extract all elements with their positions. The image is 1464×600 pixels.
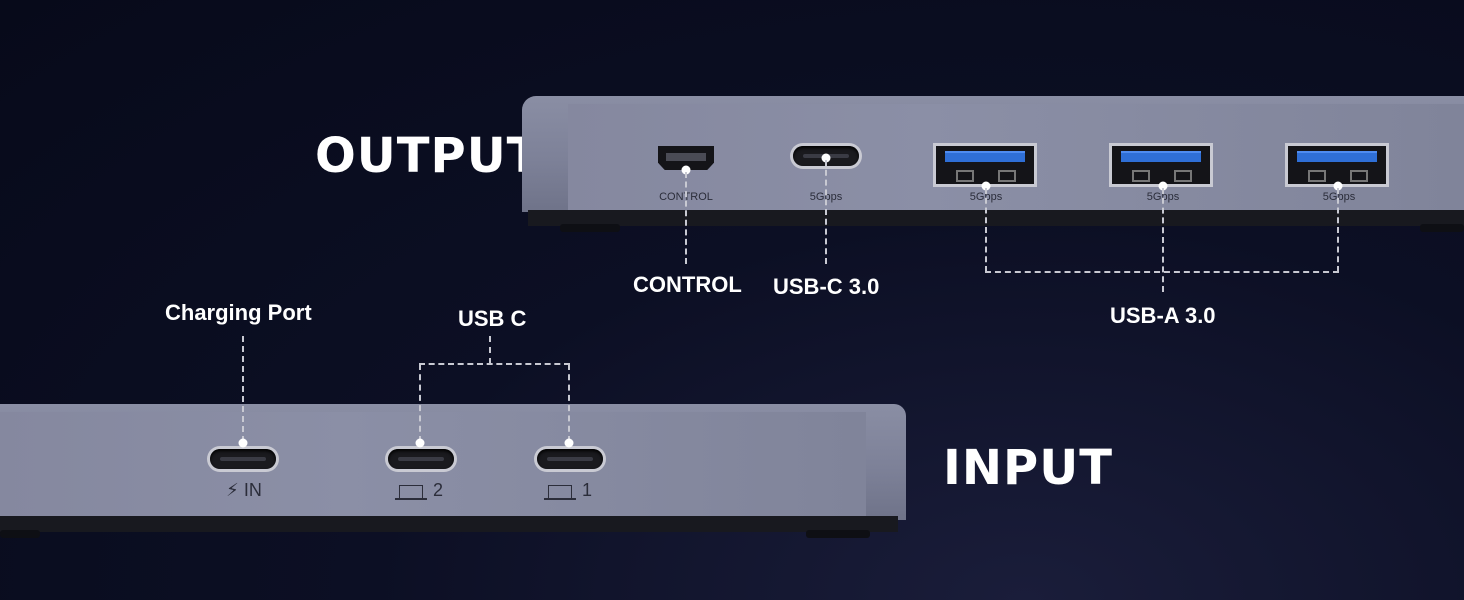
callout-dot bbox=[1158, 181, 1168, 191]
usb-c-input-port-2 bbox=[388, 449, 454, 469]
input-hub-foot bbox=[806, 530, 870, 538]
callout-dot bbox=[681, 165, 691, 175]
usb-a-3-label: USB-A 3.0 bbox=[1110, 303, 1216, 328]
callout-dot bbox=[415, 438, 425, 448]
usb-a-tongue bbox=[1297, 151, 1377, 162]
usb-a-pin bbox=[1308, 170, 1326, 182]
usb-a-pin bbox=[956, 170, 974, 182]
input-hub-foot bbox=[0, 530, 40, 538]
input-heading: INPUT bbox=[943, 440, 1113, 496]
callout-dot bbox=[821, 153, 831, 163]
usb-a-port-3-speed: 5Gbps bbox=[1322, 191, 1356, 203]
charging-port-label: Charging Port bbox=[165, 300, 312, 325]
callout-line bbox=[685, 172, 687, 264]
callout-dot bbox=[238, 438, 248, 448]
control-label: CONTROL bbox=[633, 272, 742, 297]
usb-c-input-port-1-number: 1 bbox=[581, 480, 593, 500]
usb-c-input-port-2-number: 2 bbox=[432, 480, 444, 500]
usb-a-port-2 bbox=[1112, 146, 1210, 184]
usb-a-pin bbox=[1132, 170, 1150, 182]
usb-a-port-1 bbox=[936, 146, 1034, 184]
usb-a-tongue bbox=[945, 151, 1025, 162]
callout-line bbox=[419, 363, 570, 365]
callout-line bbox=[1337, 188, 1339, 272]
callout-line bbox=[242, 336, 244, 442]
usb-a-pin bbox=[998, 170, 1016, 182]
callout-line bbox=[825, 160, 827, 264]
usb-c-3-label: USB-C 3.0 bbox=[773, 274, 880, 299]
usb-a-pin bbox=[1174, 170, 1192, 182]
usb-c-input-port-1 bbox=[537, 449, 603, 469]
callout-line bbox=[568, 364, 570, 442]
callout-line bbox=[489, 336, 491, 364]
output-hub-foot bbox=[1420, 224, 1464, 232]
lightning-icon: ⚡︎ bbox=[226, 480, 239, 500]
charging-port bbox=[210, 449, 276, 469]
callout-dot bbox=[1333, 181, 1343, 191]
output-hub-base bbox=[528, 210, 1464, 226]
usb-a-tongue bbox=[1121, 151, 1201, 162]
callout-line bbox=[985, 188, 987, 272]
usb-c-input-port-2-text: 2 bbox=[394, 480, 444, 501]
usb-a-port-3 bbox=[1288, 146, 1386, 184]
usb-a-pin bbox=[1350, 170, 1368, 182]
callout-line bbox=[985, 271, 1339, 273]
callout-dot bbox=[564, 438, 574, 448]
output-hub-foot bbox=[560, 224, 620, 232]
usb-c-label: USB C bbox=[458, 306, 527, 331]
callout-line bbox=[1162, 188, 1164, 292]
laptop-icon bbox=[394, 484, 427, 500]
usb-c-input-port-1-text: 1 bbox=[543, 480, 593, 501]
charging-port-text: ⚡︎ IN bbox=[226, 480, 262, 501]
charging-port-face-label: IN bbox=[243, 480, 262, 500]
laptop-icon bbox=[543, 484, 576, 500]
input-hub-base bbox=[0, 516, 898, 532]
callout-line bbox=[419, 364, 421, 442]
callout-dot bbox=[981, 181, 991, 191]
output-heading: OUTPUT bbox=[315, 128, 541, 184]
